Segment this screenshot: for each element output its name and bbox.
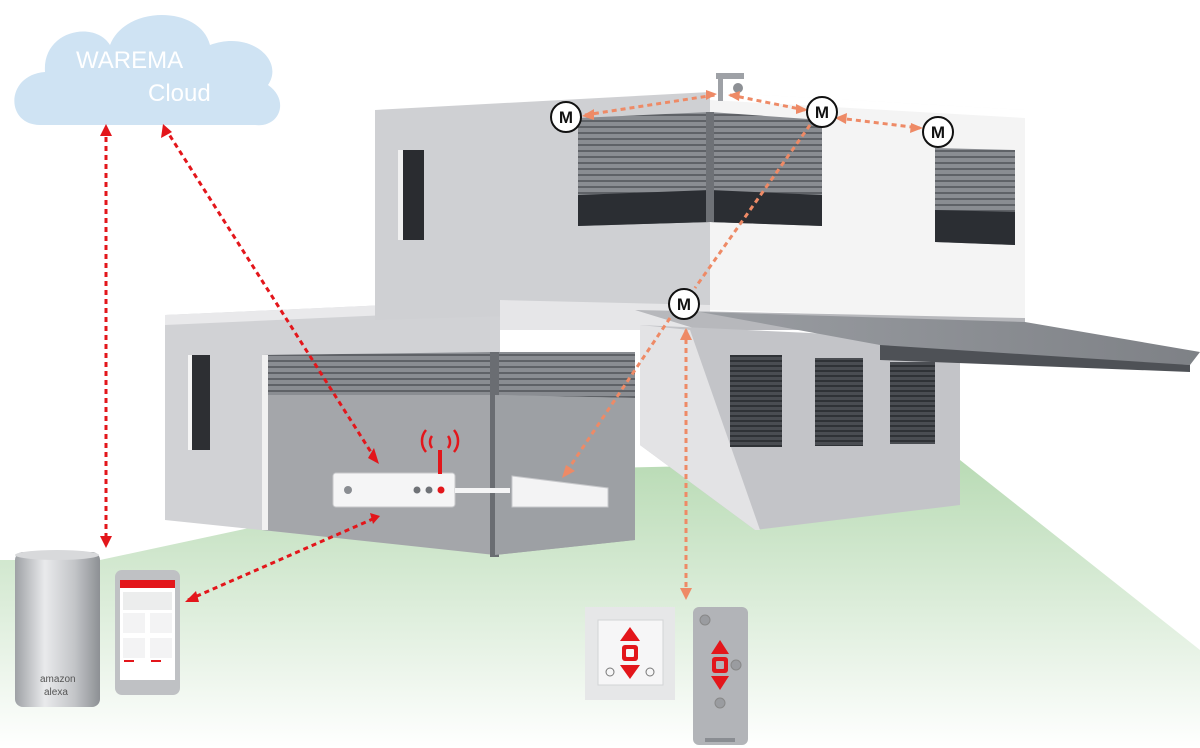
remote-control-icon xyxy=(693,607,748,745)
speaker-brand-line2: alexa xyxy=(44,687,68,698)
cloud-label-line1: WAREMA xyxy=(76,47,183,74)
motor-connections xyxy=(563,93,921,596)
motor-icon: M xyxy=(668,288,700,320)
motor-label: M xyxy=(559,108,573,127)
motor-icon: M xyxy=(922,116,954,148)
cloud-icon: WAREMA Cloud xyxy=(14,15,281,126)
smart-speaker-icon: amazon alexa xyxy=(15,550,100,707)
red-arrowheads xyxy=(100,124,380,602)
weather-sensor-icon xyxy=(716,73,744,101)
speaker-brand-line1: amazon xyxy=(40,674,76,685)
wall-switch-icon xyxy=(585,607,675,700)
motor-icon: M xyxy=(550,101,582,133)
orange-arrowheads xyxy=(562,90,923,600)
router-icon xyxy=(332,429,609,508)
cloud-connections xyxy=(104,127,378,602)
cloud-label-line2: Cloud xyxy=(148,80,211,107)
awning xyxy=(700,312,1200,365)
motor-label: M xyxy=(815,103,829,122)
wifi-signal-icon xyxy=(420,429,460,453)
motor-icon: M xyxy=(806,96,838,128)
motor-label: M xyxy=(931,123,945,142)
smartphone-icon xyxy=(115,570,180,695)
motor-label: M xyxy=(677,295,691,314)
